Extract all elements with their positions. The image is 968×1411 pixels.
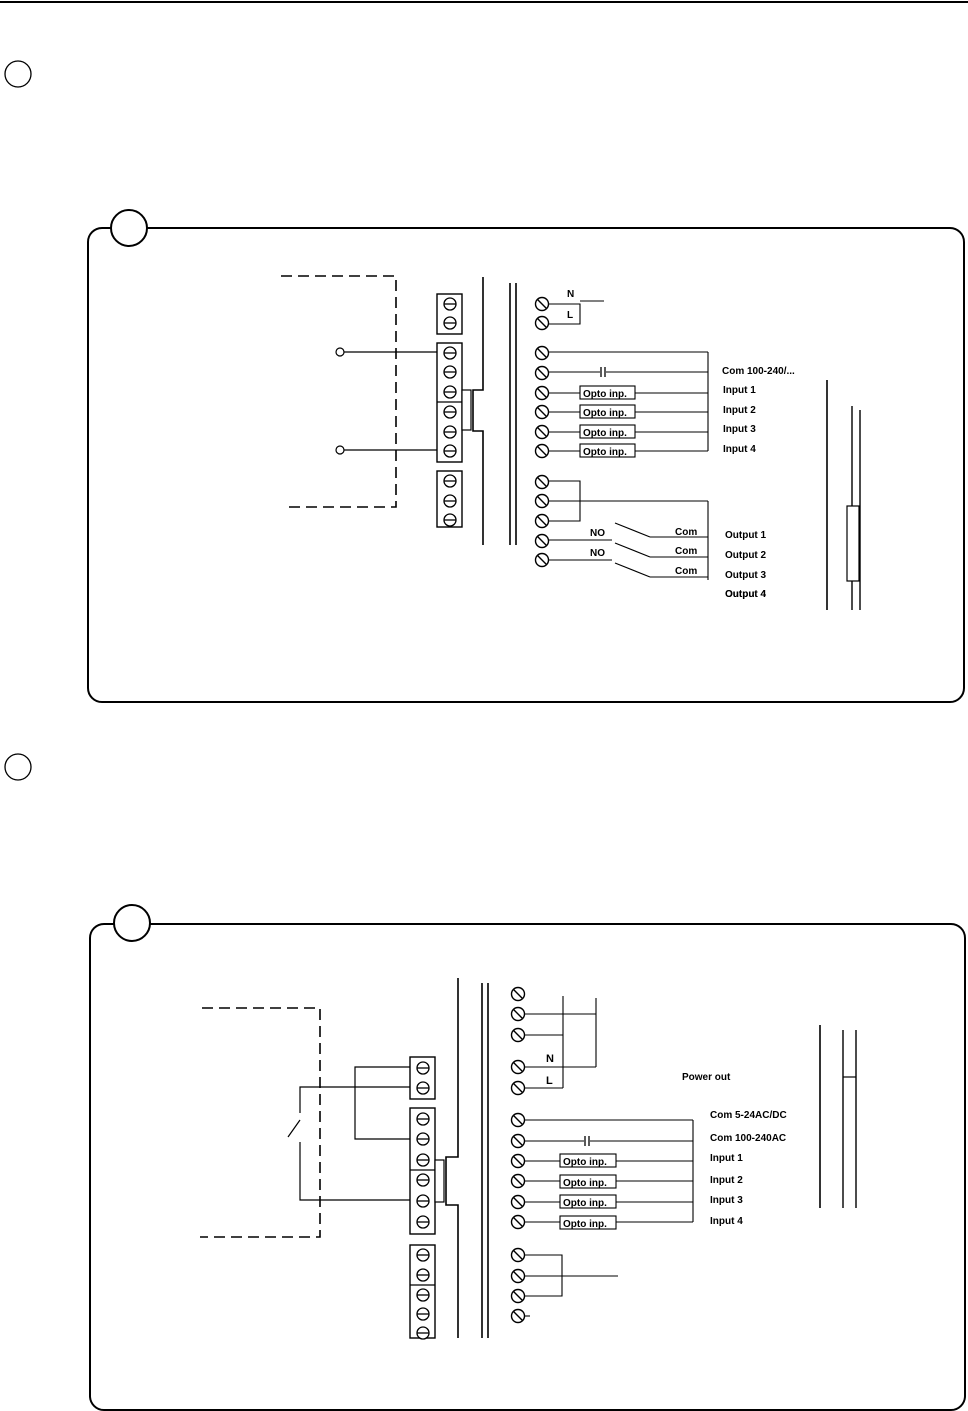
d1-side-component [846, 505, 860, 582]
step-marker-2 [4, 753, 32, 781]
switch-contact [287, 1119, 301, 1138]
diagram-2: N L Power out Com 5-24AC/DC Com 100-240A… [89, 904, 966, 1411]
d1-input-4: Input 4 [723, 444, 756, 455]
d1-opto-2: Opto inp. [583, 408, 627, 419]
d1-output-3: Output 3 [725, 570, 767, 581]
external-device-outline [281, 275, 397, 508]
diagram-1-marker [110, 209, 148, 247]
d1-supply-n: N [567, 289, 574, 300]
d2-terminal-block-top [409, 1056, 436, 1100]
contact-terminal-1 [335, 347, 345, 357]
diagram-1: N L Com 100-240/... Opto inp. Opto inp. … [87, 209, 965, 703]
external-switch-outline [200, 1007, 321, 1238]
d1-no-1: NO [590, 528, 605, 539]
terminal-block-top [436, 293, 463, 335]
d2-com-dc: Com 5-24AC/DC [710, 1110, 787, 1121]
d1-com-out-3: Com [675, 566, 697, 577]
d1-output-4-redraw: Output 4 [725, 589, 767, 600]
d2-terminal-block-middle [409, 1107, 445, 1235]
diagram-2-frame [89, 923, 966, 1411]
d2-power-out: Power out [682, 1072, 731, 1083]
d2-supply-n: N [546, 1053, 554, 1065]
d2-supply-l: L [546, 1075, 553, 1087]
d1-input-1: Input 1 [723, 385, 756, 396]
d2-input-1: Input 1 [710, 1153, 743, 1164]
d1-output-1: Output 1 [725, 530, 767, 541]
d2-terminal-block-bottom [409, 1244, 436, 1340]
d1-opto-4: Opto inp. [583, 447, 627, 458]
terminal-block-middle [436, 342, 472, 463]
d1-output-2: Output 2 [725, 550, 767, 561]
diagram-1-frame [87, 227, 965, 703]
d1-output-4: Output 4 [725, 589, 767, 600]
d2-com-ac: Com 100-240AC [710, 1133, 786, 1144]
d1-input-2: Input 2 [723, 405, 756, 416]
terminal-block-bottom [436, 470, 463, 528]
d1-opto-inputs: Opto inp. Opto inp. Opto inp. Opto inp. [549, 385, 708, 458]
contact-terminal-2 [335, 445, 345, 455]
d1-opto-1: Opto inp. [583, 389, 627, 400]
d1-com-out-1: Com [675, 527, 697, 538]
d1-com-ac: Com 100-240/... [722, 366, 795, 377]
d2-opto-4: Opto inp. [563, 1219, 607, 1230]
d2-input-4: Input 4 [710, 1216, 743, 1227]
d2-input-3: Input 3 [710, 1195, 743, 1206]
d1-com-out-2: Com [675, 546, 697, 557]
diagram-2-marker [113, 904, 151, 942]
d1-supply-l: L [567, 310, 573, 321]
d2-opto-3: Opto inp. [563, 1198, 607, 1209]
d2-input-2: Input 2 [710, 1175, 743, 1186]
d1-no-2: NO [590, 548, 605, 559]
d2-opto-1: Opto inp. [563, 1157, 607, 1168]
step-marker-1 [4, 60, 32, 88]
d2-opto-2: Opto inp. [563, 1178, 607, 1189]
d1-opto-3: Opto inp. [583, 428, 627, 439]
d2-opto-inputs: Opto inp. Opto inp. Opto inp. Opto inp. [525, 1153, 693, 1230]
d1-input-3: Input 3 [723, 424, 756, 435]
